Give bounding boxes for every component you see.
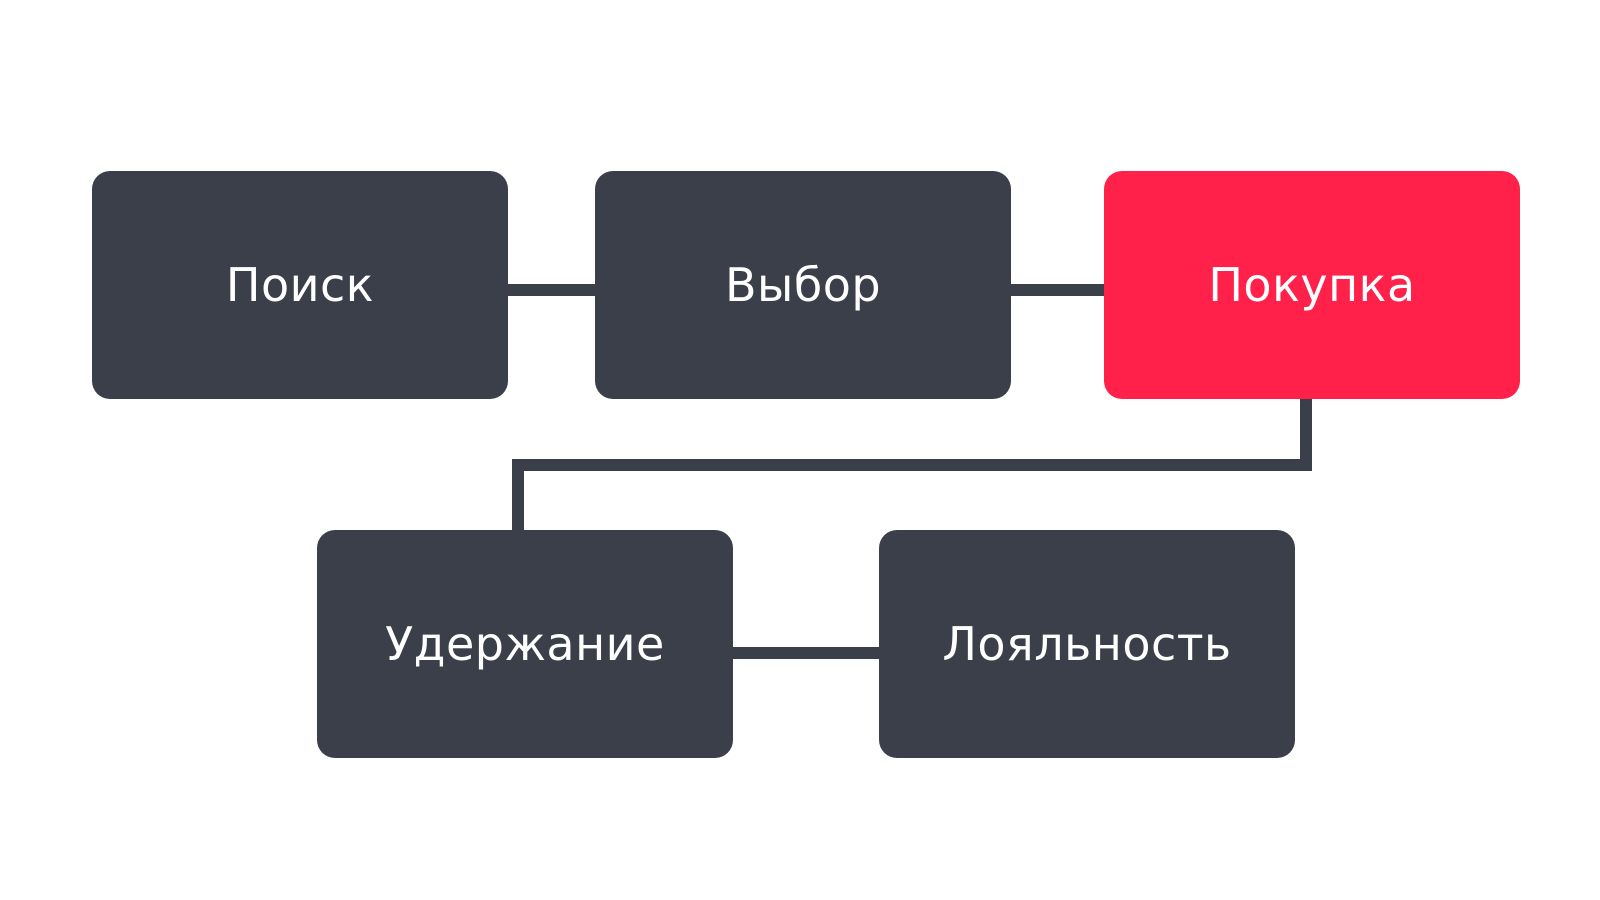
node-loyalty: Лояльность <box>879 530 1295 758</box>
node-choice: Выбор <box>595 171 1011 399</box>
node-label-search: Поиск <box>225 258 375 312</box>
node-purchase: Покупка <box>1104 171 1520 399</box>
connector-purchase-retention <box>512 399 1312 530</box>
node-label-purchase: Покупка <box>1208 258 1416 312</box>
node-label-choice: Выбор <box>724 258 882 312</box>
node-label-loyalty: Лояльность <box>942 617 1232 671</box>
node-retention: Удержание <box>317 530 733 758</box>
node-search: Поиск <box>92 171 508 399</box>
node-label-retention: Удержание <box>385 617 665 671</box>
